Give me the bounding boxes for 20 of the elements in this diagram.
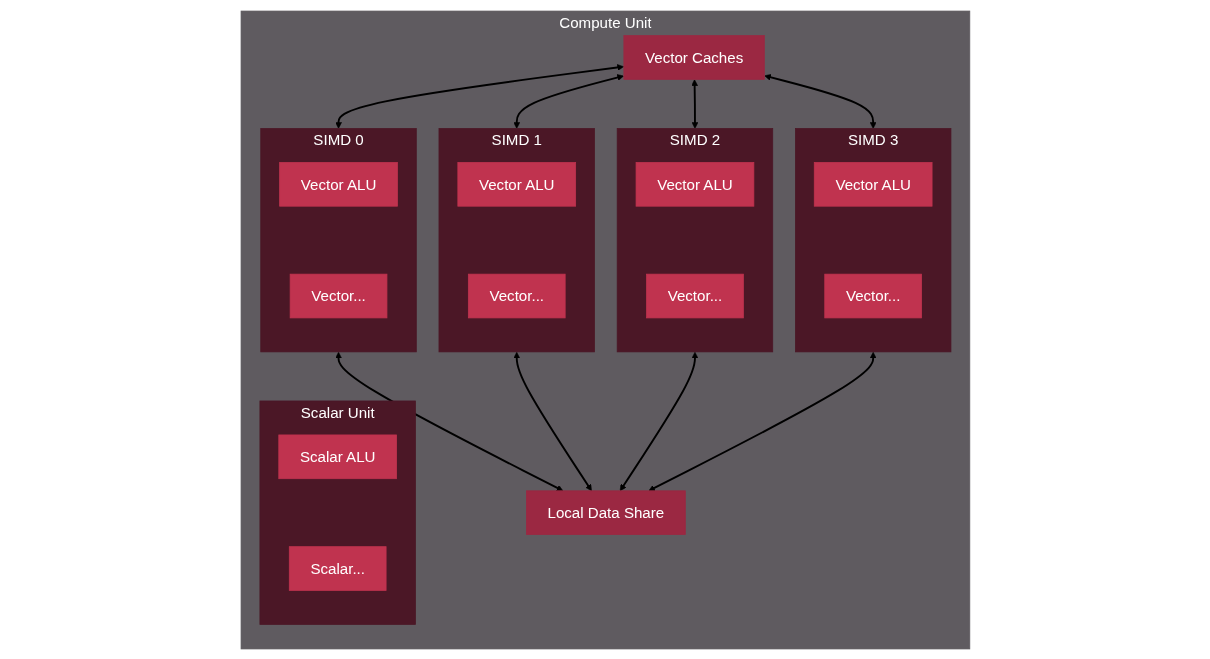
- arrow: [334, 63, 624, 129]
- node-box: Scalar...: [288, 545, 387, 591]
- node-box: Vector...: [645, 273, 744, 318]
- arrow: [513, 351, 592, 491]
- node-box: Vector...: [823, 273, 922, 318]
- node-box: Vector ALU: [635, 161, 754, 207]
- node-box: Vector...: [467, 273, 566, 318]
- arrow: [334, 351, 563, 491]
- node-box: Local Data Share: [525, 489, 686, 535]
- node-box: Scalar ALU: [277, 434, 397, 479]
- arrow: [690, 78, 698, 129]
- arrow: [619, 351, 698, 491]
- arrow: [648, 351, 877, 491]
- node-box: Vector ALU: [813, 161, 932, 207]
- arrow: [763, 73, 877, 129]
- node-box: Vector ALU: [457, 161, 576, 207]
- node-box: Vector Caches: [623, 34, 765, 80]
- node-box: Vector...: [289, 273, 387, 318]
- node-box: Vector ALU: [278, 161, 398, 207]
- arrow: [513, 73, 624, 129]
